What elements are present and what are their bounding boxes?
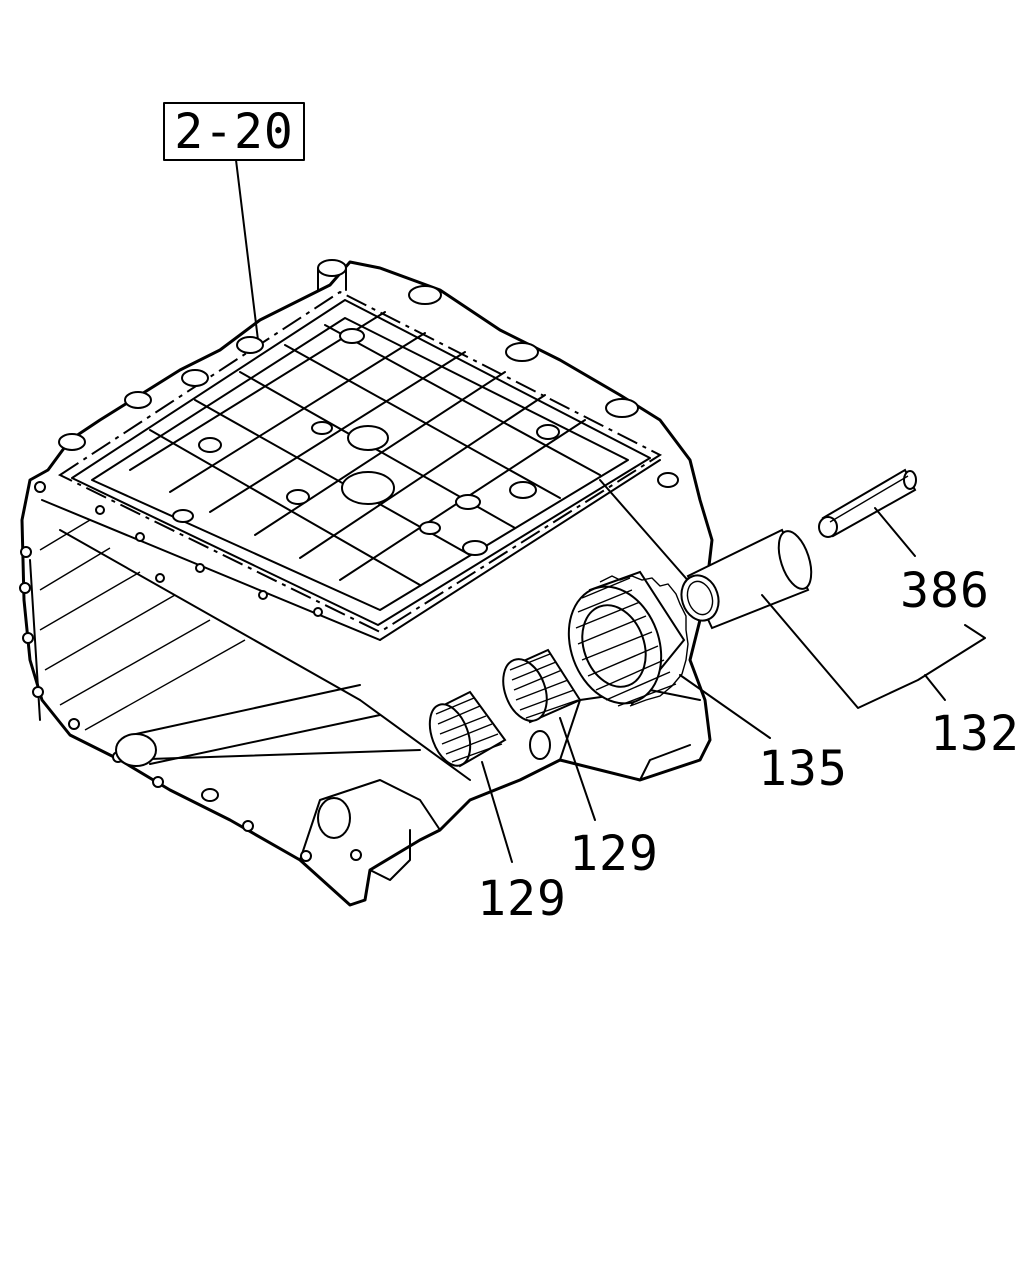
reference-box[interactable]: 2-20 [163,102,305,161]
leader-132-bracket [761,594,986,709]
part-386-shaft[interactable] [818,468,917,538]
housing-assembly [19,259,714,907]
bearing-needles [435,697,503,763]
leader-129-upper [559,717,596,821]
reference-leader-line [235,159,259,341]
housing-bosses [58,259,679,556]
reference-box-frame [163,102,305,161]
housing-top-face [71,299,651,626]
callout-129-upper[interactable]: 129 [569,826,659,882]
housing-front-bore [115,684,551,839]
leader-135 [679,674,771,739]
housing-gasket-line [57,290,663,634]
callout-386[interactable]: 386 [900,563,990,619]
gear-teeth [575,575,689,707]
callout-135[interactable]: 135 [758,741,848,797]
part-129-bearing-upper[interactable] [495,648,582,727]
reference-box-label: 2-20 [174,104,294,160]
leader-132 [924,674,946,701]
part-132-sleeve[interactable] [676,527,818,630]
callout-129-lower[interactable]: 129 [477,871,567,927]
leader-386 [874,507,916,557]
leader-129-lower [481,761,513,863]
part-135-gear[interactable] [553,570,689,716]
bearing-needles [509,653,579,719]
callout-132[interactable]: 132 [930,706,1020,762]
part-129-bearing-lower[interactable] [422,690,507,771]
housing-top-face-inner [91,317,629,611]
flange-bolt-holes [19,481,362,862]
housing-flange-outline [20,260,714,907]
